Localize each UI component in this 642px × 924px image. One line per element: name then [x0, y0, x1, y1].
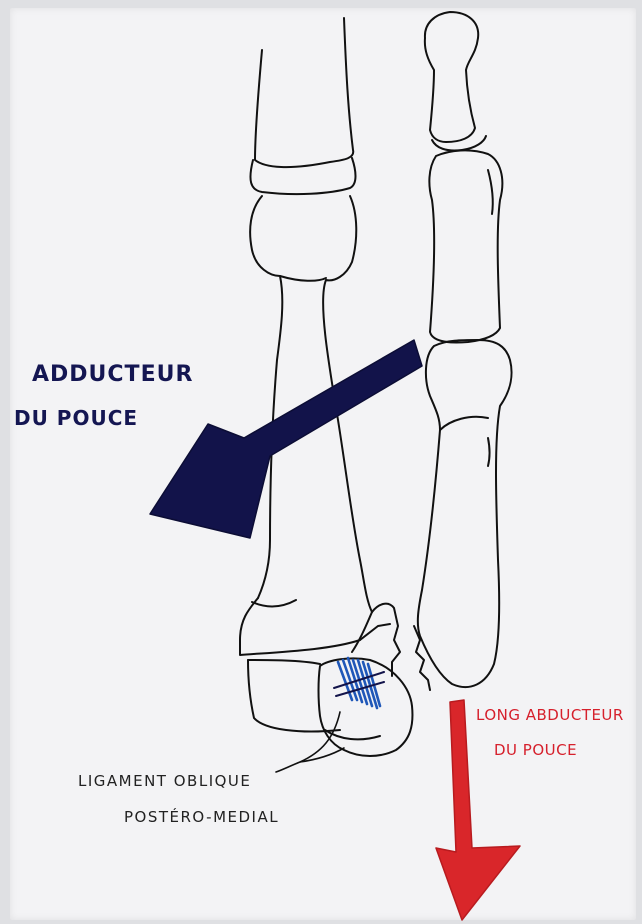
- abductor-arrow: [436, 700, 520, 920]
- abductor-label-line1: LONG ABDUCTEUR: [476, 706, 624, 724]
- first-metacarpal: [414, 340, 512, 690]
- adductor-label-line2: DU POUCE: [14, 406, 138, 430]
- middle-phalanx-right: [429, 150, 502, 342]
- ligament-label-line1: LIGAMENT OBLIQUE: [78, 772, 251, 790]
- adductor-label-line1: ADDUCTEUR: [32, 362, 193, 387]
- ligament-leader-lines: [276, 712, 344, 772]
- distal-phalanx-left: [250, 18, 355, 194]
- distal-phalanx-right: [425, 12, 486, 151]
- abductor-label-line2: DU POUCE: [494, 741, 577, 759]
- ligament-label-line2: POSTÉRO-MEDIAL: [124, 808, 279, 826]
- metacarpal-left: [240, 598, 360, 732]
- ligament-hatch: [334, 658, 384, 708]
